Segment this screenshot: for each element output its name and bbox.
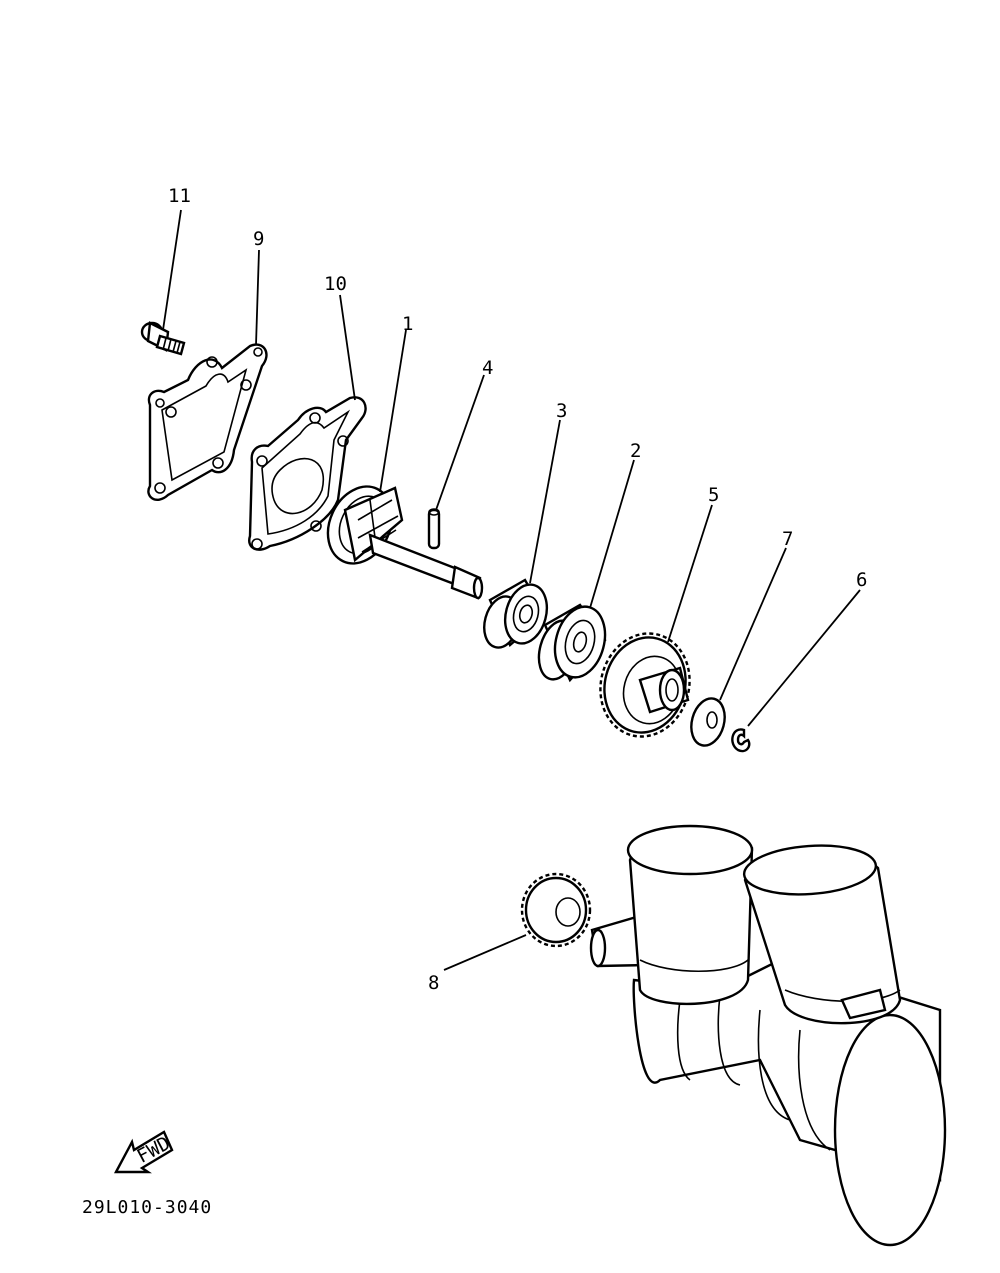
driven-gear-part[interactable]	[589, 623, 701, 746]
leader-7	[719, 547, 787, 701]
leader-4	[435, 374, 485, 511]
leader-5	[667, 504, 713, 643]
leader-11	[162, 209, 182, 331]
part-labels: 11 9 10 1 4 3 2 5 7 6 8	[168, 185, 867, 994]
leader-9	[255, 249, 260, 346]
impeller-shaft-part[interactable]	[316, 476, 484, 600]
label-9: 9	[253, 228, 264, 250]
label-4: 4	[482, 357, 493, 379]
label-2: 2	[630, 440, 641, 462]
crankshaft-assembly	[589, 824, 947, 1247]
label-10: 10	[324, 273, 347, 295]
fwd-arrow-icon: FWD	[114, 1130, 174, 1174]
leader-1	[379, 329, 407, 493]
pin-part[interactable]	[427, 508, 441, 550]
label-6: 6	[856, 569, 867, 591]
leader-10	[339, 294, 356, 401]
leader-8	[443, 934, 527, 971]
bearing-2-part[interactable]	[533, 601, 613, 684]
label-5: 5	[708, 484, 719, 506]
leader-6	[747, 589, 861, 727]
drive-gear-part[interactable]	[520, 872, 592, 948]
cover-part[interactable]	[147, 343, 268, 501]
label-8: 8	[428, 972, 439, 994]
washer-part[interactable]	[686, 695, 729, 750]
label-3: 3	[556, 400, 567, 422]
diagram-code: 29L010-3040	[82, 1197, 212, 1218]
leader-2	[589, 459, 635, 609]
leader-3	[529, 419, 561, 584]
label-11: 11	[168, 185, 191, 207]
gasket-part[interactable]	[248, 396, 367, 551]
label-7: 7	[782, 528, 793, 550]
leader-lines	[162, 209, 861, 971]
label-1: 1	[402, 313, 413, 335]
bearing-3-part[interactable]	[479, 578, 553, 652]
circlip-part[interactable]	[731, 728, 751, 753]
